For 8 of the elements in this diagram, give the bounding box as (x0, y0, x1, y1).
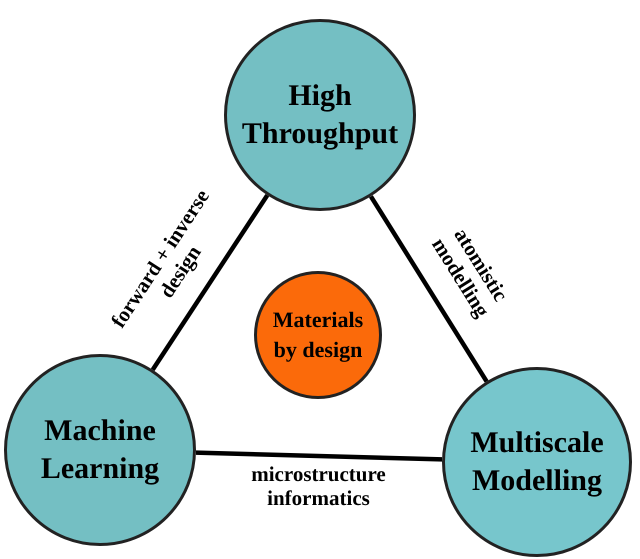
edge-label: microstructure informatics (250, 462, 387, 510)
circle-label: Machine Learning (40, 413, 160, 487)
circle-label: High Throughput (240, 78, 400, 152)
connector-line (369, 195, 489, 383)
connector-line (196, 450, 442, 462)
circle-label: Multiscale Modelling (469, 425, 605, 499)
connector-line (150, 194, 270, 371)
circle-label: Materials by design (272, 306, 364, 364)
